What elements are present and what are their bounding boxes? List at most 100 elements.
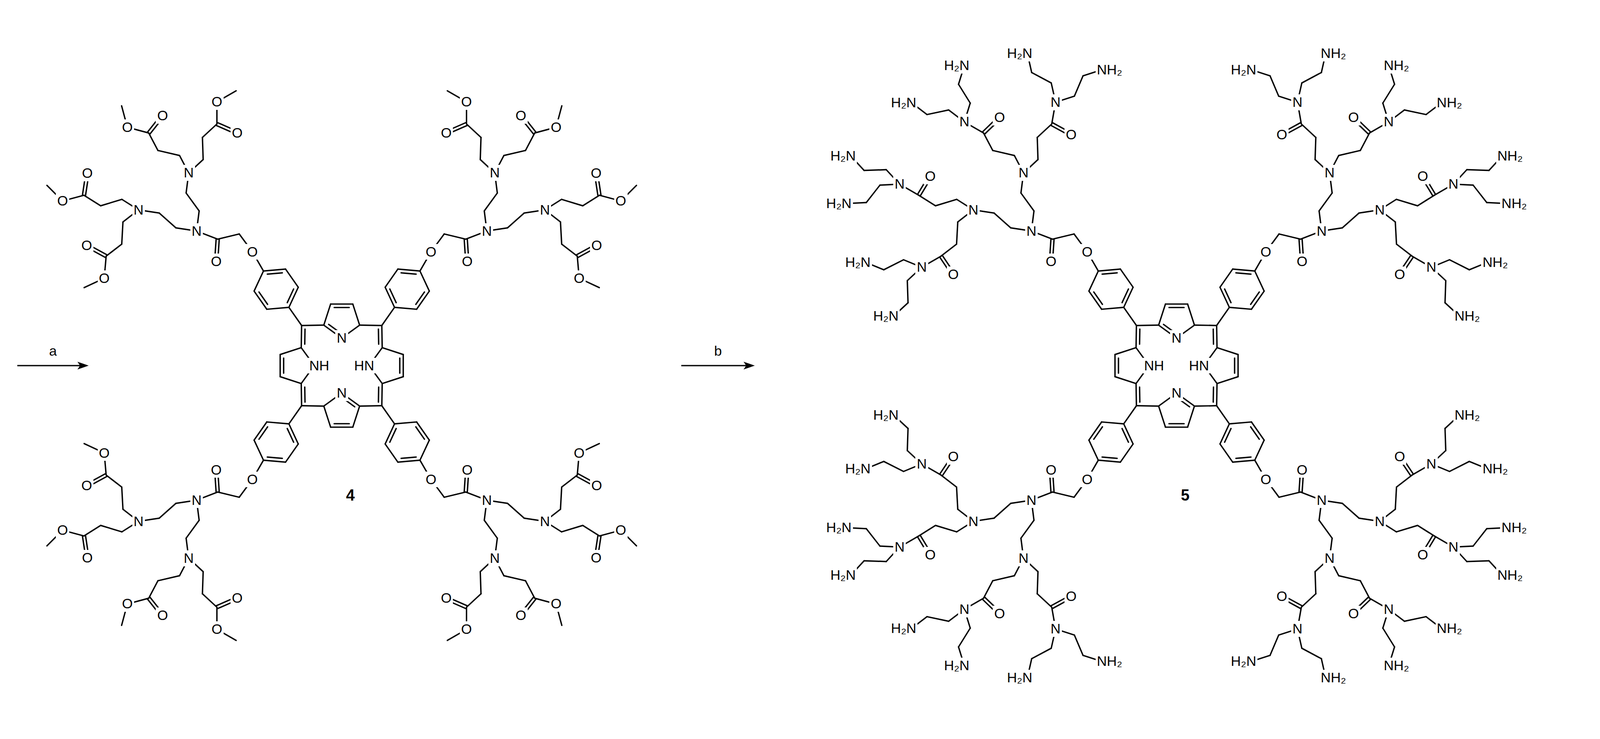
atom-label: N — [1315, 223, 1328, 240]
bond-line — [507, 503, 524, 518]
bond-line — [1360, 580, 1370, 598]
bond-line — [266, 307, 289, 309]
bond-line — [1093, 426, 1103, 440]
bond-line — [1165, 303, 1188, 305]
atom-label: NH₂ — [1382, 57, 1411, 74]
atom-label: N — [967, 513, 980, 530]
atom-label: N — [538, 202, 552, 219]
bond-line — [389, 428, 397, 443]
arrow-head — [743, 361, 755, 370]
atom-label: O — [230, 125, 244, 142]
bond-line — [1382, 628, 1395, 648]
bond-line — [1279, 234, 1301, 240]
atom-label: O — [572, 270, 587, 287]
bond-line — [918, 195, 936, 206]
bond-line — [83, 195, 101, 206]
bond-line — [1396, 199, 1418, 206]
atom-label: O — [424, 243, 438, 260]
bond-line — [323, 304, 331, 326]
bond-line — [992, 150, 1015, 156]
bond-line — [1473, 185, 1488, 203]
bond-line — [217, 491, 240, 497]
bond-line — [1212, 386, 1215, 402]
atom-label: N — [967, 202, 980, 219]
atom-label: N — [480, 223, 494, 240]
atom-label: N — [893, 176, 906, 193]
bond-line — [280, 347, 302, 355]
bond-line — [334, 423, 350, 425]
atom-label: O — [614, 522, 628, 539]
bond-line — [83, 525, 101, 536]
bond-line — [279, 354, 281, 377]
bond-line — [1169, 306, 1185, 308]
bond-line — [1449, 461, 1470, 472]
bond-line — [1088, 270, 1099, 291]
atom-label: O — [424, 471, 438, 488]
atom-label: NH₂ — [1319, 669, 1348, 686]
bond-line — [1224, 428, 1232, 443]
bond-line — [1120, 443, 1133, 462]
bond-line — [503, 150, 526, 156]
atom-label: N — [1424, 455, 1438, 472]
atom-label: O — [155, 107, 170, 124]
atom-label: O — [992, 109, 1007, 126]
bond-line — [1020, 192, 1034, 211]
bond-line — [121, 221, 123, 244]
atom-label: O — [1393, 266, 1407, 283]
bond-line — [1123, 405, 1137, 424]
bond-line — [415, 426, 425, 440]
bond-line — [1219, 269, 1233, 288]
bond-line — [561, 243, 578, 257]
bond-line — [377, 329, 380, 345]
bond-line — [1158, 304, 1166, 326]
bond-line — [381, 405, 395, 424]
bond-line — [1031, 72, 1052, 84]
bond-line — [484, 519, 498, 538]
bond-line — [1098, 460, 1121, 462]
atom-label: O — [1044, 253, 1058, 270]
bond-line — [883, 461, 904, 472]
bond-line — [1279, 491, 1301, 497]
atom-label: N — [488, 550, 501, 567]
atom-label: N — [1291, 94, 1304, 111]
bond-line — [1138, 386, 1141, 402]
bond-line — [1037, 124, 1052, 138]
atom-label: O — [1275, 588, 1289, 605]
atom-label: O — [209, 461, 223, 478]
atom-label: O — [120, 595, 135, 612]
bond-line — [1254, 270, 1265, 291]
bond-line — [402, 354, 405, 377]
bond-line — [1395, 221, 1397, 244]
bond-line — [582, 195, 600, 206]
atom-label: N — [1382, 601, 1395, 618]
bond-line — [1314, 571, 1316, 594]
bond-line — [285, 269, 299, 288]
bond-line — [1219, 443, 1233, 462]
bond-line — [185, 192, 199, 211]
atom-label: N — [335, 384, 348, 401]
atom-label: O — [120, 119, 135, 136]
bond-line — [1445, 428, 1447, 451]
atom-label: N — [958, 601, 971, 618]
atom-label: O — [1044, 461, 1058, 478]
bond-line — [157, 575, 180, 581]
atom-label: N — [1447, 538, 1460, 555]
atom-label: N — [1170, 384, 1183, 401]
bond-line — [560, 221, 562, 244]
atom-label: N — [1323, 164, 1336, 181]
bond-line — [253, 439, 264, 460]
bond-line — [202, 137, 204, 160]
atom-label: O — [459, 621, 474, 638]
atom-label: NH₂ — [1453, 307, 1482, 324]
bond-line — [148, 132, 158, 151]
bond-line — [1212, 329, 1215, 345]
atom-label: O — [245, 243, 260, 260]
atom-label: O — [1295, 461, 1309, 478]
bond-line — [288, 405, 302, 424]
atom-label: N — [1323, 550, 1336, 567]
atom-label: N — [1373, 513, 1386, 530]
bond-line — [394, 421, 417, 424]
bond-line — [1229, 421, 1252, 424]
atom-label: O — [1346, 109, 1361, 126]
